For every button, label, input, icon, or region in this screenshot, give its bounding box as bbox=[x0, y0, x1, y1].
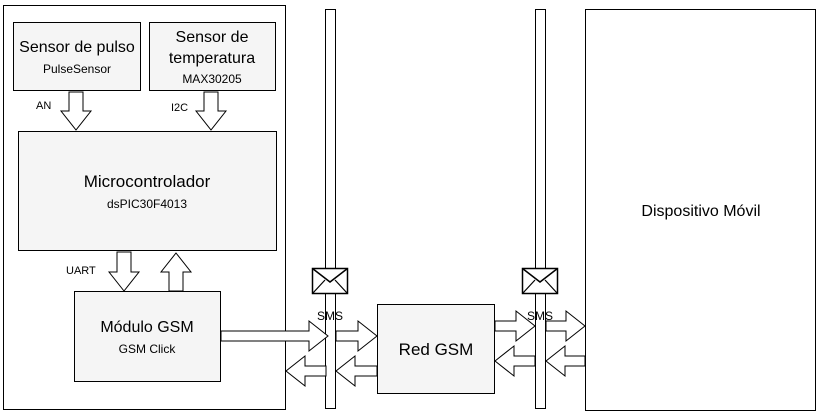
i2c-label: I2C bbox=[171, 102, 188, 114]
temp-sensor-title-line2: temperatura bbox=[169, 50, 255, 67]
pulse-sensor-block bbox=[13, 22, 141, 91]
right-arrow-icon bbox=[545, 309, 586, 343]
left-arrow-icon bbox=[335, 354, 378, 388]
left-arrow-icon bbox=[545, 344, 586, 378]
microcontroller-subtitle: dsPIC30F4013 bbox=[107, 197, 187, 211]
gsm-module-block bbox=[74, 291, 221, 382]
microcontroller-title: Microcontrolador bbox=[84, 172, 211, 191]
gsm-network-title: Red GSM bbox=[399, 340, 474, 359]
left-arrow-icon bbox=[285, 354, 327, 388]
left-arrow-icon bbox=[494, 344, 536, 378]
pulse-sensor-title: Sensor de pulso bbox=[19, 39, 135, 56]
gsm-network-block bbox=[377, 304, 495, 394]
temp-sensor-subtitle: MAX30205 bbox=[182, 72, 242, 86]
envelope-icon bbox=[311, 267, 349, 295]
envelope-icon bbox=[521, 267, 559, 295]
right-arrow-icon bbox=[220, 319, 329, 353]
gsm-module-subtitle: GSM Click bbox=[119, 342, 177, 356]
sms-label-right: SMS bbox=[527, 309, 553, 323]
sms-label-left: SMS bbox=[317, 309, 343, 323]
temp-sensor-title-line1: Sensor de bbox=[176, 29, 249, 46]
gsm-module-title: Módulo GSM bbox=[100, 319, 193, 336]
an-label: AN bbox=[36, 100, 51, 112]
channel-bar-right bbox=[535, 9, 546, 409]
mobile-device-block bbox=[585, 9, 816, 411]
channel-bar-left bbox=[325, 9, 336, 409]
microcontroller-block bbox=[18, 131, 277, 251]
uart-label: UART bbox=[66, 265, 96, 277]
down-arrow-icon bbox=[59, 91, 93, 131]
down-arrow-icon bbox=[107, 251, 141, 292]
right-arrow-icon bbox=[494, 309, 536, 343]
right-arrow-icon bbox=[335, 319, 378, 353]
pulse-sensor-subtitle: PulseSensor bbox=[43, 62, 111, 76]
down-arrow-icon bbox=[194, 91, 228, 131]
temp-sensor-block bbox=[149, 22, 276, 91]
mobile-device-label: Dispositivo Móvil bbox=[641, 203, 760, 220]
